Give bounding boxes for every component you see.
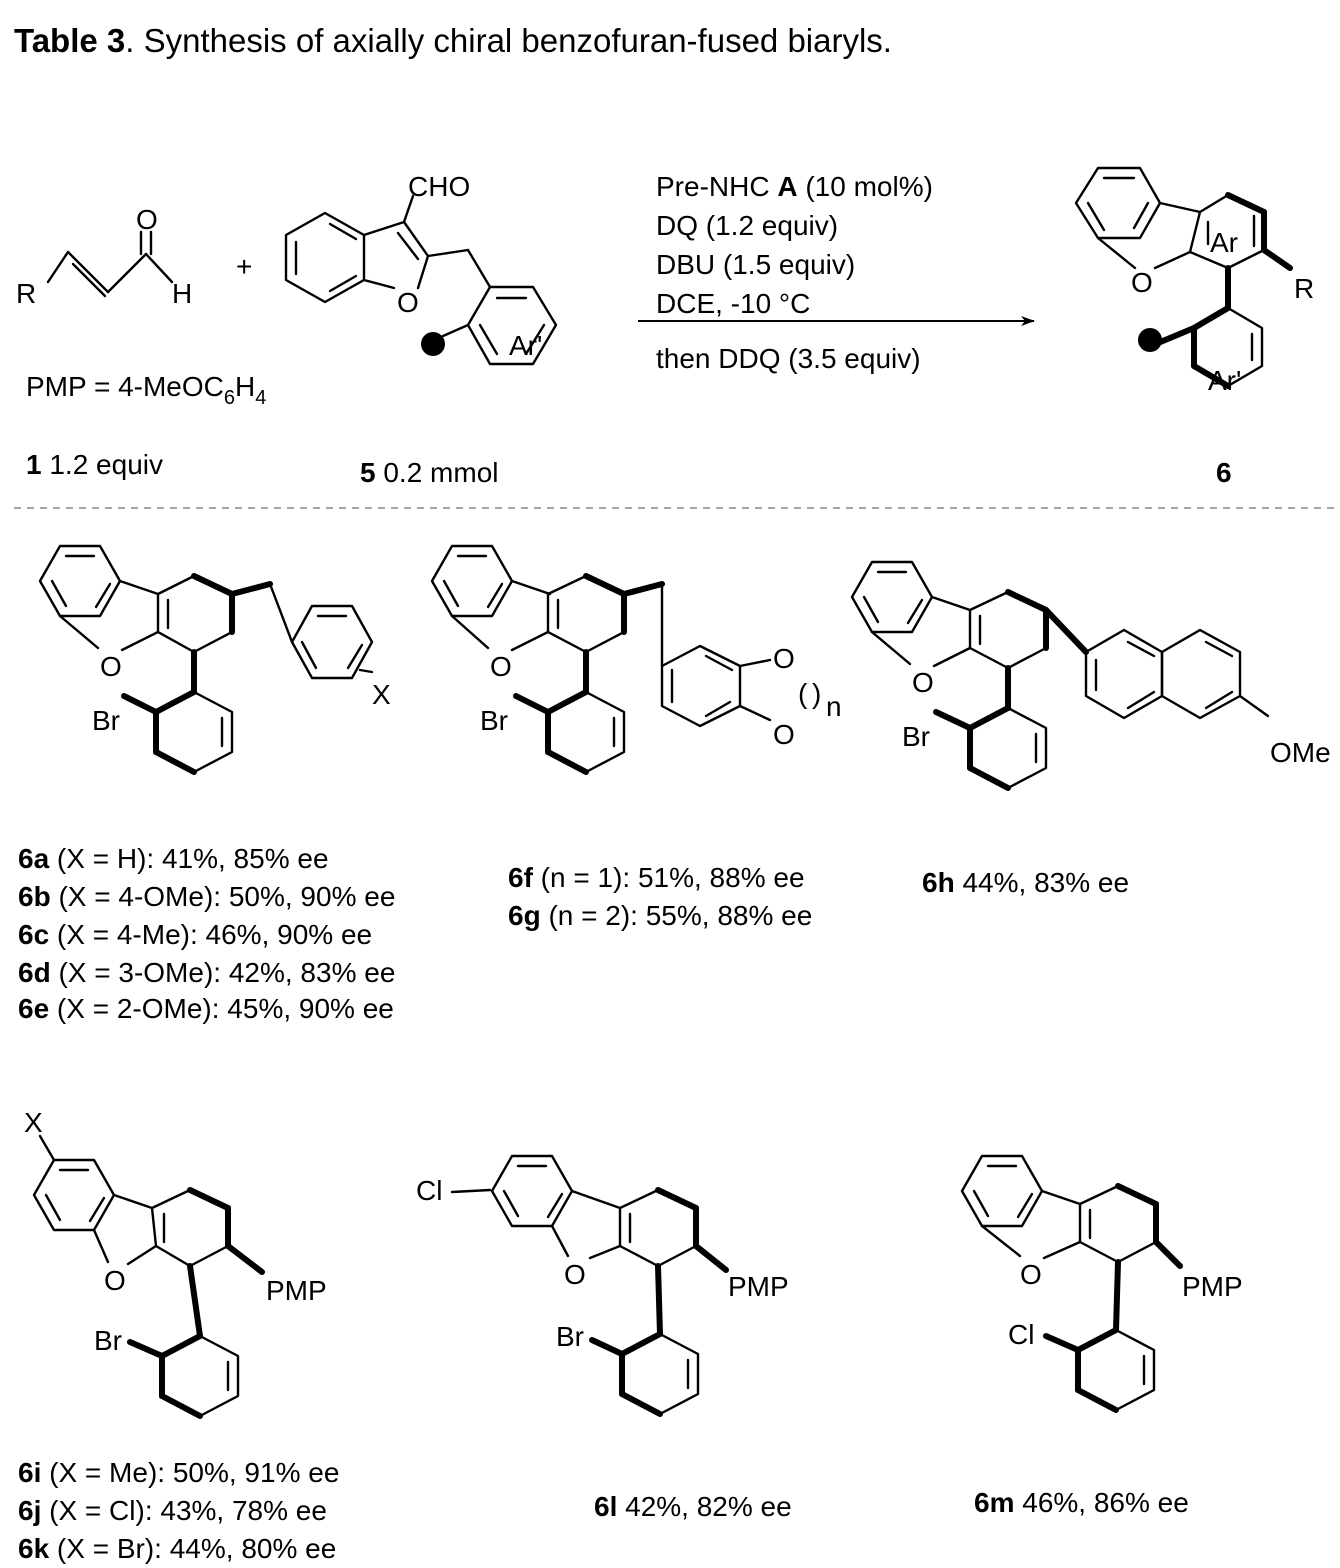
- reagent-5-o-label: O: [397, 287, 419, 318]
- condition-line-3: DBU (1.5 equiv): [656, 249, 855, 280]
- structure-6h-o-label: O: [912, 667, 934, 698]
- caption-6h: 6h 44%, 83% ee: [922, 867, 1129, 898]
- reagent-5-ar-label: Ar': [509, 330, 542, 361]
- caption-6j: 6j (X = Cl): 43%, 78% ee: [18, 1495, 327, 1526]
- structure-6i-6k: X O PMP Br: [24, 1107, 327, 1419]
- pmp-definition: PMP = 4-MeOC6H4: [26, 371, 266, 409]
- structure-6l-cl-label: Cl: [416, 1175, 442, 1206]
- structure-6f-br-label: Br: [480, 705, 508, 736]
- plus-sign: +: [236, 251, 252, 282]
- reagent-1-caption: 1 1.2 equiv: [26, 449, 163, 480]
- structure-6a-o-label: O: [100, 651, 122, 682]
- condition-line-2: DQ (1.2 equiv): [656, 210, 838, 241]
- caption-6g: 6g (n = 2): 55%, 88% ee: [508, 900, 812, 931]
- table-title: Table 3. Synthesis of axially chiral ben…: [14, 22, 892, 59]
- product-6-structure: Ar O R Ar': [1074, 166, 1314, 396]
- product-6-r-label: R: [1294, 273, 1314, 304]
- structure-6h-br-label: Br: [902, 721, 930, 752]
- substituent-dot-icon: [421, 332, 445, 356]
- structure-6i-x-label: X: [24, 1107, 43, 1138]
- caption-6f: 6f (n = 1): 51%, 88% ee: [508, 862, 805, 893]
- reagent-1-h-label: H: [172, 278, 192, 309]
- structure-6l-pmp-label: PMP: [728, 1271, 789, 1302]
- structure-6a-br-label: Br: [92, 705, 120, 736]
- structure-6m: O PMP Cl: [960, 1154, 1243, 1413]
- product-6-ar-label: Ar: [1210, 227, 1238, 258]
- reagent-1-r-label: R: [16, 278, 36, 309]
- structure-6m-o-label: O: [1020, 1259, 1042, 1290]
- reaction-conditions: Pre-NHC A (10 mol%) DQ (1.2 equiv) DBU (…: [638, 171, 1035, 374]
- reagent-5-caption: 5 0.2 mmol: [360, 457, 499, 488]
- structure-6f-paren-left: (: [798, 678, 808, 709]
- reagent-5-structure: CHO O Ar': [284, 171, 558, 366]
- caption-6e: 6e (X = 2-OMe): 45%, 90% ee: [18, 993, 394, 1024]
- product-6-ar2-label: Ar': [1208, 365, 1241, 396]
- structure-6f-6g: O Br O O ( ) n: [430, 544, 842, 775]
- structure-6i-o-label: O: [104, 1265, 126, 1296]
- structure-6f-n-label: n: [826, 691, 842, 722]
- condition-line-4: DCE, -10 °C: [656, 288, 810, 319]
- table-title-text: . Synthesis of axially chiral benzofuran…: [125, 22, 892, 59]
- structure-6m-pmp-label: PMP: [1182, 1271, 1243, 1302]
- structure-6a-x-label: X: [372, 679, 391, 710]
- structure-6a-6e: O Br X: [38, 544, 391, 775]
- condition-line-1: Pre-NHC A (10 mol%): [656, 171, 933, 202]
- caption-6i: 6i (X = Me): 50%, 91% ee: [18, 1457, 339, 1488]
- structure-6h-ome-label: OMe: [1270, 737, 1331, 768]
- table-title-label: Table 3: [14, 22, 125, 59]
- structure-6i-pmp-label: PMP: [266, 1275, 327, 1306]
- condition-line-5: then DDQ (3.5 equiv): [656, 343, 921, 374]
- structure-6f-o2-label: O: [773, 719, 795, 750]
- structure-6h: O Br OMe: [850, 560, 1331, 791]
- structure-6f-o1-label: O: [773, 643, 795, 674]
- structure-6f-o-label: O: [490, 651, 512, 682]
- caption-6c: 6c (X = 4-Me): 46%, 90% ee: [18, 919, 372, 950]
- product-6-substituent-dot-icon: [1138, 328, 1162, 352]
- structure-6i-br-label: Br: [94, 1325, 122, 1356]
- reagent-1-o-label: O: [136, 204, 158, 235]
- structure-6l-br-label: Br: [556, 1321, 584, 1352]
- product-6-caption: 6: [1216, 457, 1232, 488]
- caption-6b: 6b (X = 4-OMe): 50%, 90% ee: [18, 881, 395, 912]
- structure-6f-paren-right: ): [812, 678, 821, 709]
- caption-6m: 6m 46%, 86% ee: [974, 1487, 1189, 1518]
- caption-6l: 6l 42%, 82% ee: [594, 1491, 792, 1522]
- caption-6k: 6k (X = Br): 44%, 80% ee: [18, 1533, 336, 1564]
- caption-6a: 6a (X = H): 41%, 85% ee: [18, 843, 329, 874]
- product-6-o-label: O: [1131, 267, 1153, 298]
- reagent-5-cho-label: CHO: [408, 171, 470, 202]
- structure-6l-o-label: O: [564, 1259, 586, 1290]
- structure-6m-cl-label: Cl: [1008, 1319, 1034, 1350]
- reagent-1-structure: R O H: [16, 204, 192, 309]
- caption-6d: 6d (X = 3-OMe): 42%, 83% ee: [18, 957, 395, 988]
- structure-6l: Cl O PMP Br: [416, 1154, 789, 1417]
